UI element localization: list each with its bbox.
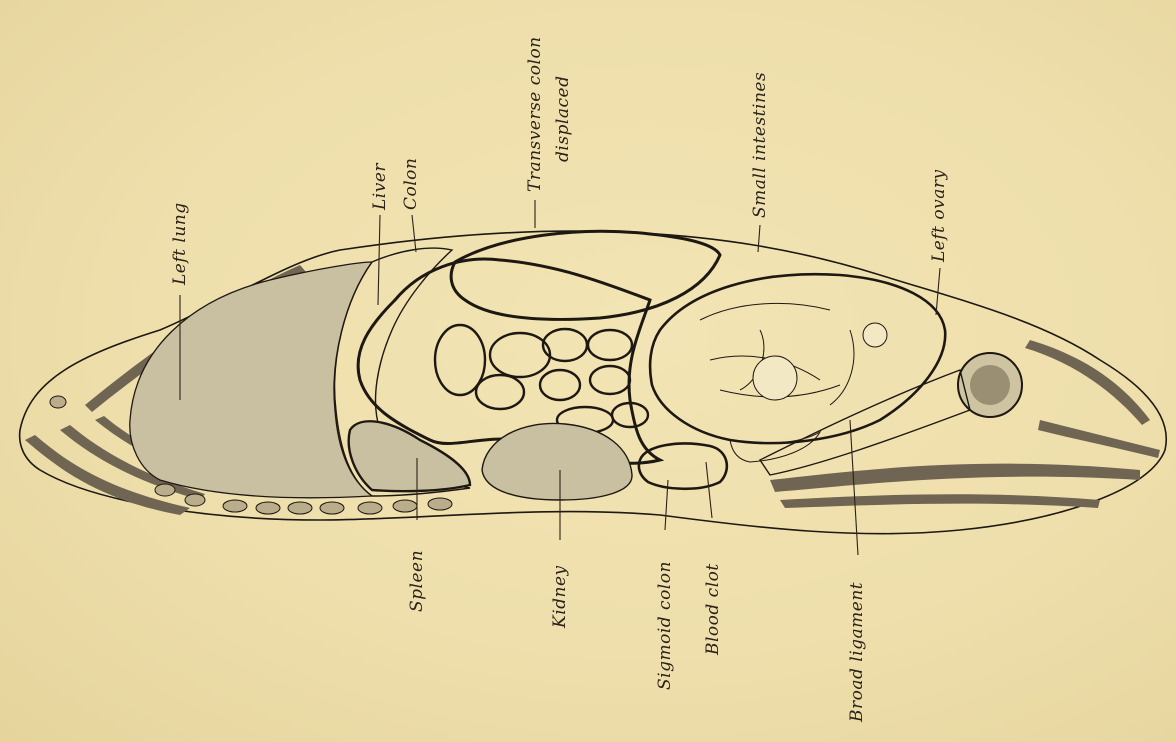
follicle (863, 323, 887, 347)
label-small-intestines: Small intestines (750, 72, 770, 218)
label-blood-clot: Blood clot (703, 563, 723, 656)
sigmoid-colon-shape (639, 444, 727, 489)
transverse-colon-shape (451, 231, 720, 319)
kidney-shape (482, 423, 632, 500)
ovarian-cyst (753, 356, 797, 400)
label-left-lung: Left lung (170, 202, 190, 286)
spleen-shape (349, 421, 470, 491)
label-colon: Colon (401, 158, 421, 210)
label-transverse-colon-displaced: displaced (553, 76, 573, 162)
label-sigmoid-colon: Sigmoid colon (655, 561, 675, 690)
label-broad-ligament: Broad ligament (847, 582, 867, 723)
label-transverse-colon: Transverse colon (525, 36, 545, 192)
label-left-ovary: Left ovary (929, 169, 949, 263)
femoral-marrow (970, 365, 1010, 405)
left-lung-shape (130, 262, 372, 498)
label-kidney: Kidney (550, 565, 570, 629)
intestinal-loops (435, 325, 648, 433)
small-intestines-shape (650, 274, 945, 443)
label-liver: Liver (370, 163, 390, 211)
label-spleen: Spleen (407, 550, 427, 612)
